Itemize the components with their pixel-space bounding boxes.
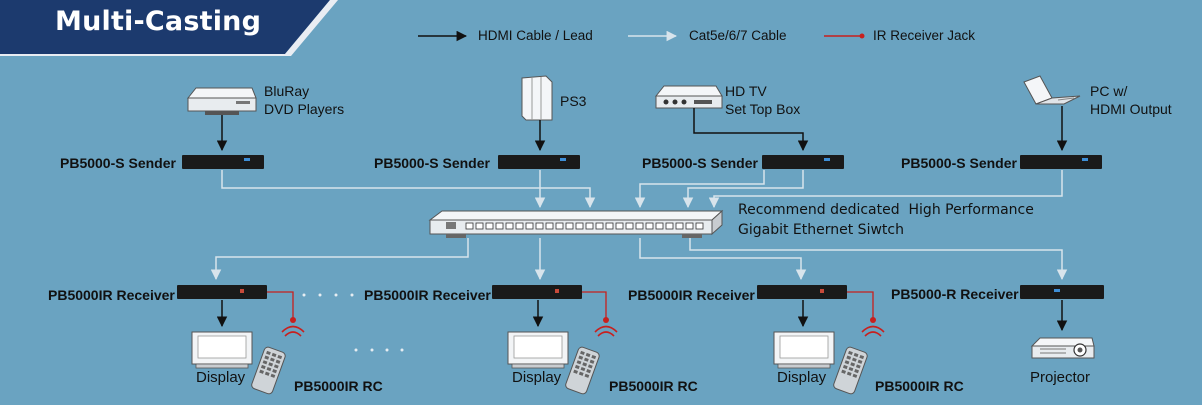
switch-port xyxy=(625,222,634,230)
output-label-4: Projector xyxy=(1030,369,1091,386)
switch-port xyxy=(665,222,674,230)
output-label-2: Display xyxy=(512,369,562,386)
switch-port xyxy=(505,222,514,230)
cat-uplinks xyxy=(221,170,1063,209)
sender-units xyxy=(182,155,1102,169)
sender-label-3: PB5000-S Sender xyxy=(642,155,758,171)
switch-label: Recommend dedicated High Performance Gig… xyxy=(738,202,1034,238)
cat-downlinks xyxy=(210,238,1068,281)
switch-port xyxy=(655,222,664,230)
receiver-led-blue xyxy=(1054,289,1060,292)
legend-ir-label: IR Receiver Jack xyxy=(873,28,976,43)
page-title: Multi-Casting xyxy=(55,6,262,37)
receiver-units xyxy=(177,285,1104,299)
receiver-label-3: PB5000IR Receiver xyxy=(628,287,755,303)
sender-label-1: PB5000-S Sender xyxy=(60,155,176,171)
ps3-console-icon xyxy=(521,75,553,121)
switch-port xyxy=(685,222,694,230)
sender-leds xyxy=(244,158,1088,161)
continuation-dots xyxy=(302,293,404,352)
source-label-pc: PC w/ HDMI Output xyxy=(1090,83,1172,117)
laptop-pc-icon xyxy=(1023,75,1081,105)
switch-port xyxy=(575,222,584,230)
sender-label-2: PB5000-S Sender xyxy=(374,155,490,171)
legend-hdmi-label: HDMI Cable / Lead xyxy=(478,28,593,43)
receiver-label-4: PB5000-R Receiver xyxy=(891,286,1019,302)
switch-port xyxy=(595,222,604,230)
legend-ir-dot xyxy=(859,33,865,39)
receiver-label-1: PB5000IR Receiver xyxy=(48,287,175,303)
set-top-box-icon xyxy=(654,85,723,109)
switch-port xyxy=(525,222,534,230)
source-label-hdtv: HD TV Set Top Box xyxy=(725,83,801,117)
ethernet-switch xyxy=(428,209,724,238)
switch-port xyxy=(495,222,504,230)
switch-port xyxy=(695,222,704,230)
switch-port xyxy=(585,222,594,230)
legend xyxy=(418,30,865,42)
switch-port xyxy=(555,222,564,230)
switch-port xyxy=(605,222,614,230)
bluray-player-icon xyxy=(186,87,257,115)
ir-jack-dots xyxy=(290,317,876,323)
hdmi-connections xyxy=(216,106,1068,152)
source-label-bluray: BluRay DVD Players xyxy=(264,83,345,117)
title-banner xyxy=(0,0,338,56)
hdmi-outputs xyxy=(216,300,1068,332)
output-label-1: Display xyxy=(196,369,246,386)
remote-icons xyxy=(251,346,868,395)
switch-port xyxy=(515,222,524,230)
remote-control-icon xyxy=(565,346,600,395)
receiver-leds xyxy=(240,289,824,293)
switch-port xyxy=(635,222,644,230)
display-icons xyxy=(191,331,835,369)
output-label-3: Display xyxy=(777,369,827,386)
switch-port xyxy=(465,222,474,230)
receiver-label-2: PB5000IR Receiver xyxy=(364,287,491,303)
remote-control-icon xyxy=(251,346,286,395)
remote-control-icon xyxy=(833,346,868,395)
ir-signal-icons xyxy=(281,325,885,337)
remote-label-1: PB5000IR RC xyxy=(294,378,383,394)
switch-port xyxy=(535,222,544,230)
switch-port xyxy=(645,222,654,230)
switch-port xyxy=(485,222,494,230)
sender-label-4: PB5000-S Sender xyxy=(901,155,1017,171)
source-label-ps3: PS3 xyxy=(560,93,587,109)
remote-label-2: PB5000IR RC xyxy=(609,378,698,394)
switch-port xyxy=(565,222,574,230)
ir-jack-lines xyxy=(267,291,874,318)
legend-cat-label: Cat5e/6/7 Cable xyxy=(689,28,787,43)
projector-icon xyxy=(1030,337,1095,359)
switch-port xyxy=(615,222,624,230)
switch-port xyxy=(475,222,484,230)
switch-port xyxy=(675,222,684,230)
remote-label-3: PB5000IR RC xyxy=(875,378,964,394)
switch-port xyxy=(545,222,554,230)
